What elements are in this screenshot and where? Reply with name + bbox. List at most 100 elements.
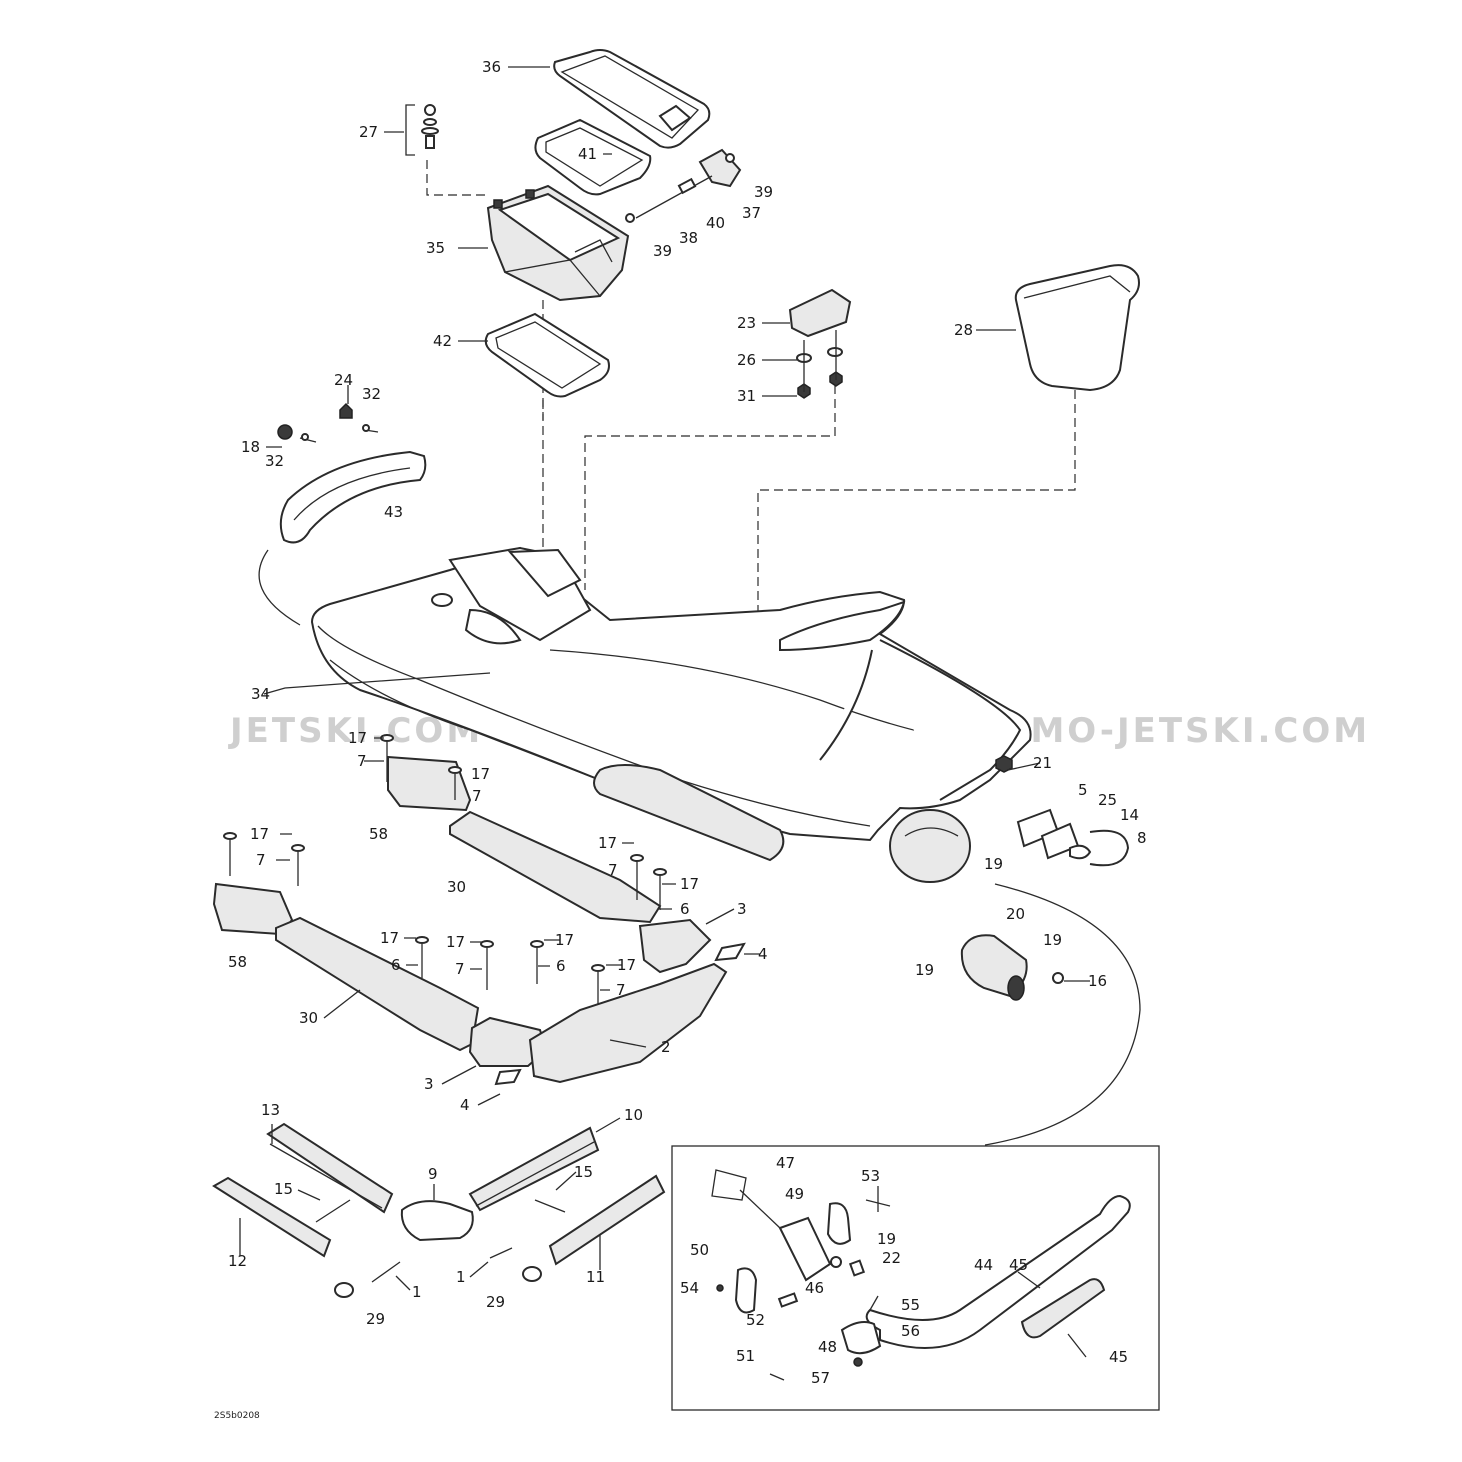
callout-c7f: 7 <box>616 981 626 999</box>
callout-c51: 51 <box>736 1347 755 1365</box>
callout-c7c: 7 <box>256 851 266 869</box>
callout-c38: 38 <box>679 229 698 247</box>
sponson-11 <box>548 1174 666 1266</box>
callout-c39a: 39 <box>754 183 773 201</box>
footrest-mats <box>212 734 746 1086</box>
callout-c7e: 7 <box>455 960 465 978</box>
bin-gasket <box>484 312 610 398</box>
callout-c12: 12 <box>228 1252 247 1270</box>
callout-c24: 24 <box>334 371 353 389</box>
callout-c44: 44 <box>974 1256 993 1274</box>
callout-c17c: 17 <box>250 825 269 843</box>
callout-c10: 10 <box>624 1106 643 1124</box>
bracket <box>788 288 852 338</box>
callout-c17a: 17 <box>348 729 367 747</box>
callout-c4a: 4 <box>758 945 768 963</box>
grab-handle-assembly <box>258 402 427 626</box>
callout-c15a: 15 <box>274 1180 293 1198</box>
callout-c15b: 15 <box>574 1163 593 1181</box>
callout-c32b: 32 <box>265 452 284 470</box>
diagram-code: 2S5b0208 <box>214 1411 260 1421</box>
callout-c16: 16 <box>1088 972 1107 990</box>
callout-c48: 48 <box>818 1338 837 1356</box>
sponson-10 <box>468 1126 600 1212</box>
callout-c39b: 39 <box>653 242 672 260</box>
callout-c3a: 3 <box>737 900 747 918</box>
callout-c6a: 6 <box>680 900 690 918</box>
callout-c40: 40 <box>706 214 725 232</box>
callout-c19c: 19 <box>915 961 934 979</box>
callout-c17h: 17 <box>555 931 574 949</box>
callout-c58b: 58 <box>228 953 247 971</box>
callout-c17d: 17 <box>598 834 617 852</box>
mat-4-lower <box>494 1068 522 1086</box>
screw-stack <box>421 104 439 149</box>
watercraft-hull <box>310 546 1032 883</box>
callout-c45b: 45 <box>1109 1348 1128 1366</box>
callout-c45a: 45 <box>1009 1256 1028 1274</box>
callout-c50: 50 <box>690 1241 709 1259</box>
callout-c43: 43 <box>384 503 403 521</box>
callout-c49: 49 <box>785 1185 804 1203</box>
callout-c46: 46 <box>805 1279 824 1297</box>
callout-c19a: 19 <box>984 855 1003 873</box>
corner-9 <box>400 1200 474 1242</box>
sponson-12 <box>212 1176 332 1258</box>
callout-c1b: 1 <box>412 1283 422 1301</box>
callout-c21: 21 <box>1033 754 1052 772</box>
cup-holder <box>1014 264 1140 392</box>
callout-c42: 42 <box>433 332 452 350</box>
callout-c54: 54 <box>680 1279 699 1297</box>
callout-c19b: 19 <box>1043 931 1062 949</box>
handle-bar <box>865 1194 1131 1349</box>
lid-gasket <box>534 118 652 196</box>
u-bolt <box>1089 829 1130 867</box>
callout-c35: 35 <box>426 239 445 257</box>
mat-3-upper <box>638 918 712 974</box>
callout-c34: 34 <box>251 685 270 703</box>
callout-c57: 57 <box>811 1369 830 1387</box>
callout-c7a: 7 <box>357 752 367 770</box>
mat-4-upper <box>714 942 746 962</box>
callout-c55: 55 <box>901 1296 920 1314</box>
callout-c41: 41 <box>578 145 597 163</box>
eye-nut <box>1069 844 1092 860</box>
callout-c17b: 17 <box>471 765 490 783</box>
callout-c30b: 30 <box>299 1009 318 1027</box>
callout-c1a: 1 <box>456 1268 466 1286</box>
callout-c8: 8 <box>1137 829 1147 847</box>
callout-c7b: 7 <box>472 787 482 805</box>
mat-30-upper <box>449 810 662 924</box>
callout-c6c: 6 <box>556 957 566 975</box>
leader-lines <box>239 66 1090 1358</box>
sponson-13 <box>266 1122 394 1214</box>
callout-c11: 11 <box>586 1268 605 1286</box>
callout-c6b: 6 <box>391 956 401 974</box>
callout-c29a: 29 <box>486 1293 505 1311</box>
callout-c58a: 58 <box>369 825 388 843</box>
rear-hardware <box>960 755 1141 1146</box>
sponson-parts <box>212 1122 666 1298</box>
callout-c9: 9 <box>428 1165 438 1183</box>
callout-c31: 31 <box>737 387 756 405</box>
callout-c17e: 17 <box>680 875 699 893</box>
mat-58-upper <box>387 755 472 812</box>
callout-c19d: 19 <box>877 1230 896 1248</box>
callout-c56: 56 <box>901 1322 920 1340</box>
grab-handle <box>279 450 427 544</box>
callout-c28: 28 <box>954 321 973 339</box>
callout-c3b: 3 <box>424 1075 434 1093</box>
callout-c18: 18 <box>241 438 260 456</box>
callout-c30a: 30 <box>447 878 466 896</box>
callout-c5: 5 <box>1078 781 1088 799</box>
callout-c4b: 4 <box>460 1096 470 1114</box>
callout-c17f: 17 <box>380 929 399 947</box>
callout-c17g: 17 <box>446 933 465 951</box>
inset-detail <box>671 1145 1160 1411</box>
callout-c25: 25 <box>1098 791 1117 809</box>
callout-c22: 22 <box>882 1249 901 1267</box>
callout-c20: 20 <box>1006 905 1025 923</box>
mat-2 <box>528 962 728 1084</box>
